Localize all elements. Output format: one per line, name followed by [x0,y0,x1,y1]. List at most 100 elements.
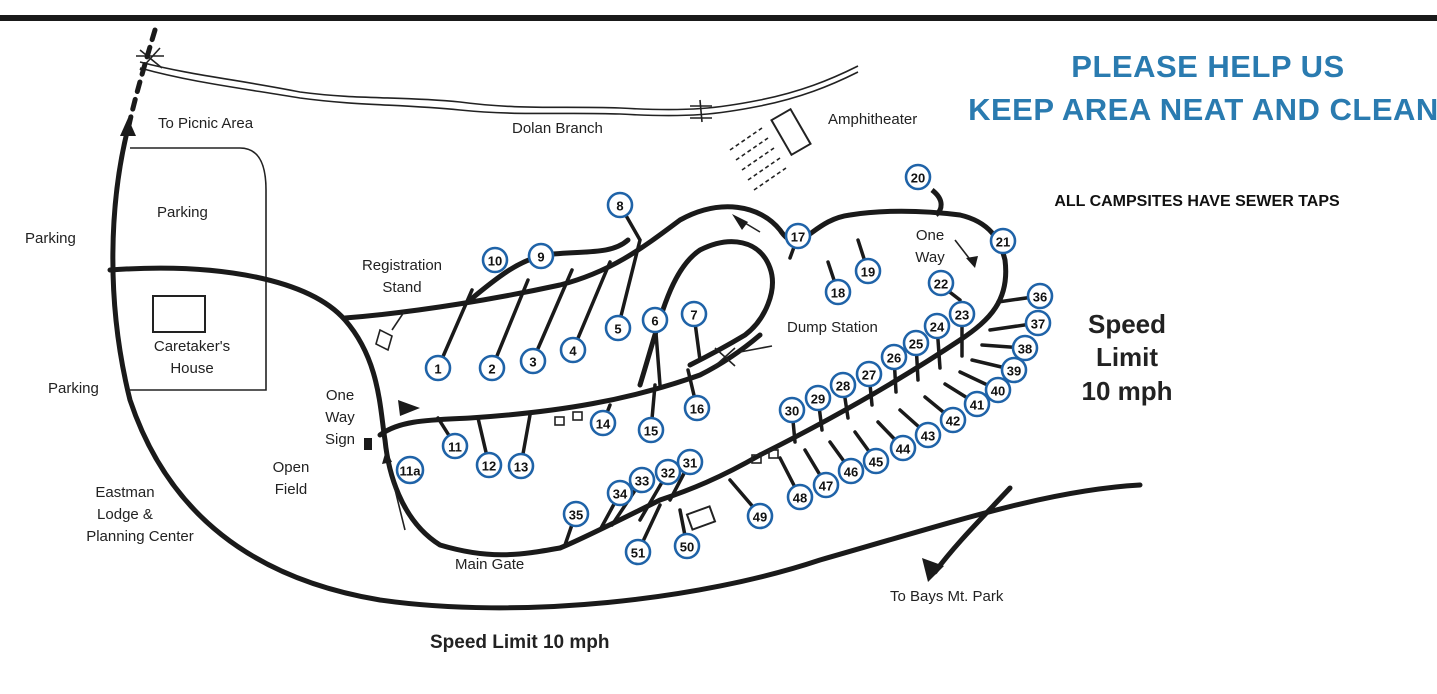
campsite-number: 14 [596,417,611,432]
sewer-note: ALL CAMPSITES HAVE SEWER TAPS [1054,193,1340,210]
loop-road-upper [342,204,1009,551]
campsite-number: 19 [861,265,875,280]
campsite-number: 47 [819,479,833,494]
campsite-49: 49 [746,502,774,530]
campsite-8: 8 [606,191,634,219]
one-way-sign-icon [364,438,372,450]
campsite-number: 42 [946,414,960,429]
campsite-number: 44 [896,442,911,457]
label-oneway-sign-1: One [326,387,354,404]
campsite-number: 49 [753,510,767,525]
campsite-circle [637,416,665,444]
campsite-33: 33 [628,466,656,494]
campsite-number: 37 [1031,317,1045,332]
label-dump-station: Dump Station [787,319,878,336]
campsite-circle [902,329,930,357]
campsite-circle [784,222,812,250]
campsite-9: 9 [527,242,555,270]
campsite-46: 46 [837,457,865,485]
campsite-circle [889,434,917,462]
campsite-20: 20 [904,163,932,191]
campsite-circle [654,458,682,486]
label-parking-left2: Parking [48,380,99,397]
label-eastman-3: Planning Center [86,528,194,545]
campsite-circle [1024,309,1052,337]
up-arrow-icon [120,118,136,136]
campsite-circle [475,451,503,479]
label-open-1: Open [273,459,310,476]
campsite-number: 27 [862,368,876,383]
campsite-21: 21 [989,227,1017,255]
bench-icons [554,411,779,464]
campsite-circle [927,269,955,297]
campsite-number: 8 [616,199,623,214]
loop-road-middle [637,239,775,388]
entrance-road [125,27,158,133]
campsite-37: 37 [1024,309,1052,337]
campsite-11a: 11a [395,455,425,485]
campsite-4: 4 [559,336,587,364]
amphitheater-icon [729,107,812,191]
campsite-27: 27 [855,360,883,388]
campsite-22: 22 [927,269,955,297]
campsite-number: 33 [635,474,649,489]
campsite-32: 32 [654,458,682,486]
campsite-number: 15 [644,424,658,439]
campsite-circle [778,396,806,424]
campsite-circle [395,455,425,485]
campsite-14: 14 [589,409,617,437]
campsite-number: 22 [934,277,948,292]
campsite-circle [606,191,634,219]
campsite-circle [527,242,555,270]
campsite-41: 41 [963,390,991,418]
campsite-circle [424,354,452,382]
label-parking-left: Parking [25,230,76,247]
label-registration-2: Stand [382,279,421,296]
campsite-number: 23 [955,308,969,323]
campsite-number: 46 [844,465,858,480]
caretaker-house-shape [152,295,206,333]
one-way-arrows [382,188,978,531]
campsite-40: 40 [984,376,1012,404]
campsite-number: 32 [661,466,675,481]
campsite-number: 38 [1018,342,1032,357]
campsite-circle [507,452,535,480]
campsite-28: 28 [829,371,857,399]
campsite-36: 36 [1026,282,1054,310]
campsite-circle [837,457,865,485]
label-oneway-1: One [916,227,944,244]
campsite-circle [963,390,991,418]
campsite-circle [680,300,708,328]
campsite-19: 19 [854,257,882,285]
campsite-circle [904,163,932,191]
campsite-number: 31 [683,456,697,471]
campsite-5: 5 [604,314,632,342]
campsite-30: 30 [778,396,806,424]
campsite-number: 29 [811,392,825,407]
campsite-circle [481,246,509,274]
dolan-branch-creek [139,61,859,123]
campsite-number: 34 [613,487,628,502]
campsite-23: 23 [948,300,976,328]
campsite-3: 3 [519,347,547,375]
campsite-11: 11 [441,432,469,460]
down-arrow-icon [922,558,944,582]
campsite-circle [604,314,632,342]
campsite-39: 39 [1000,356,1028,384]
campsite-18: 18 [824,278,852,306]
campsite-number: 30 [785,404,799,419]
campsite-number: 25 [909,337,923,352]
campsite-10: 10 [481,246,509,274]
campsite-25: 25 [902,329,930,357]
campsite-number: 26 [887,351,901,366]
label-oneway-2: Way [915,249,945,266]
campsite-circle [628,466,656,494]
campsite-circle [1000,356,1028,384]
campsite-circle [606,479,634,507]
campsite-24: 24 [923,312,951,340]
campsite-number: 9 [537,250,544,265]
campsite-15: 15 [637,416,665,444]
header-line2: KEEP AREA NEAT AND CLEAN. [968,92,1437,127]
label-eastman-1: Eastman [95,484,154,501]
